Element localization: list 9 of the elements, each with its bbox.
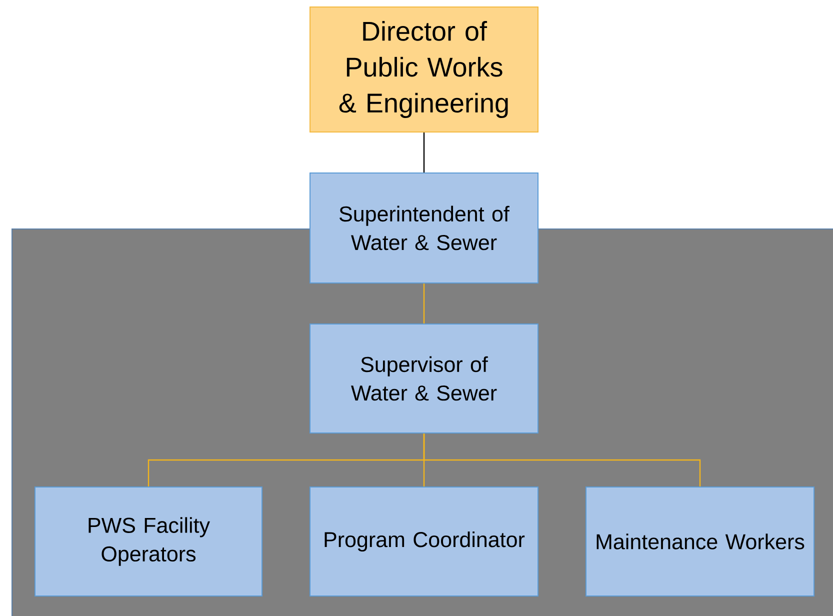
connector-line bbox=[423, 284, 425, 324]
role-box: Superintendent of Water & Sewer bbox=[310, 172, 538, 284]
role-box: Program Coordinator bbox=[310, 486, 538, 596]
role-box: Supervisor of Water & Sewer bbox=[310, 324, 538, 434]
title-box: Director of Public Works & Engineering bbox=[310, 6, 538, 132]
connector-line bbox=[423, 132, 425, 172]
role-box: PWS Facility Operators bbox=[34, 486, 262, 596]
connector-line bbox=[423, 434, 701, 486]
role-box: Maintenance Workers bbox=[586, 486, 814, 596]
